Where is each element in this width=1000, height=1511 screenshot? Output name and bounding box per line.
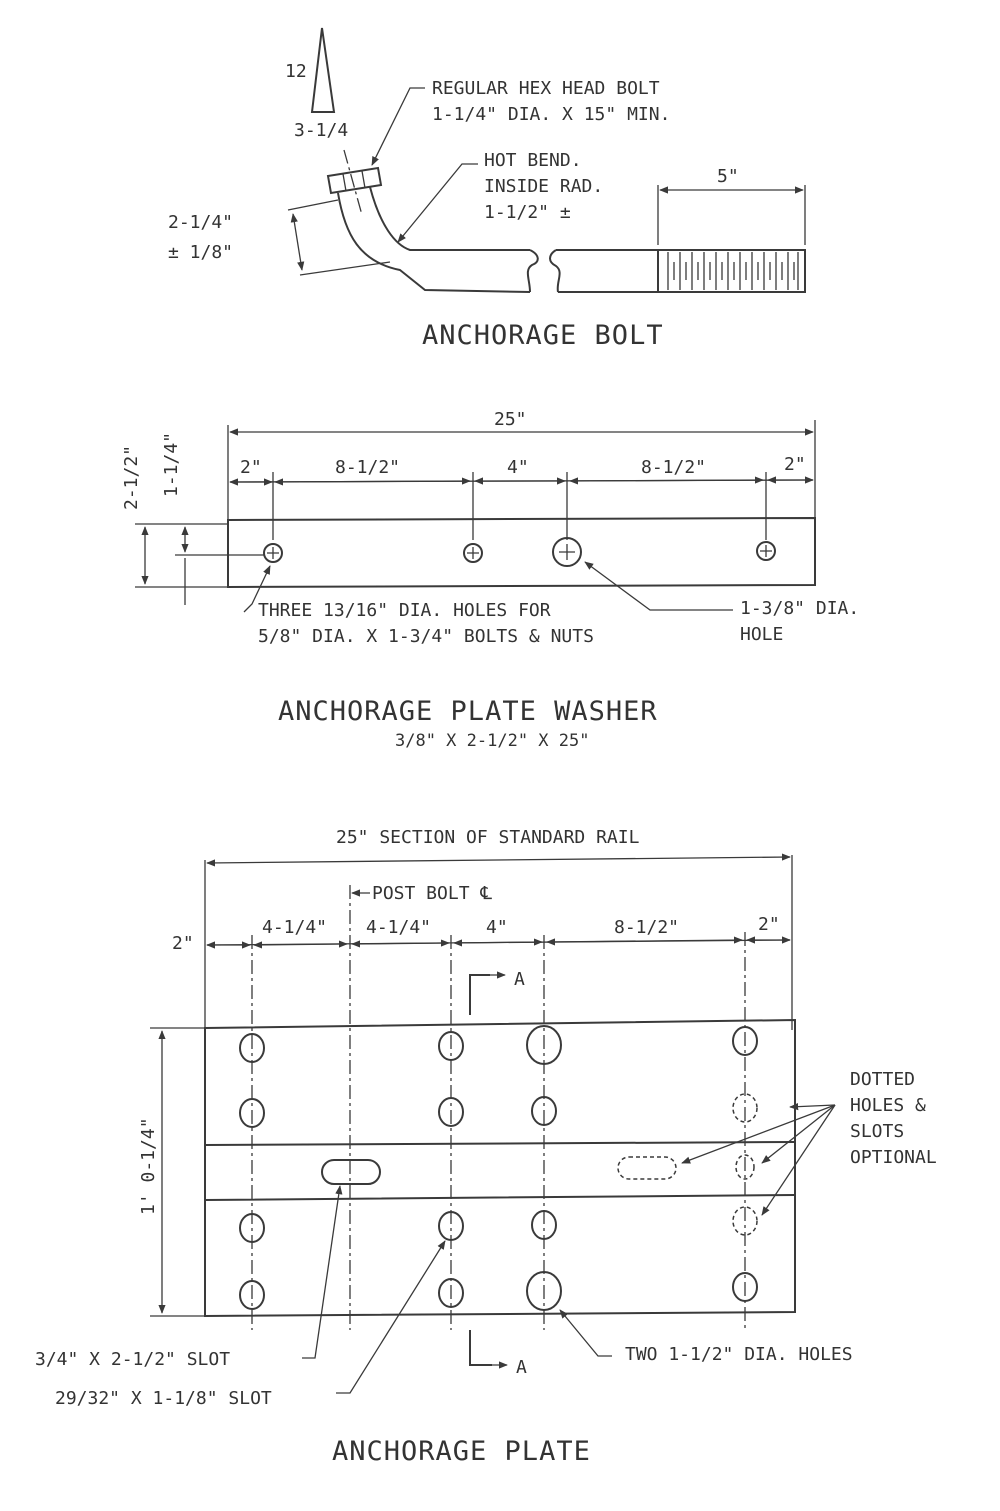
washer-large-hole-note-2: HOLE: [740, 624, 783, 645]
washer-subtitle: 3/8" X 2-1/2" X 25": [395, 731, 589, 751]
washer-holes: [263, 537, 776, 567]
threaded-end: [667, 252, 799, 290]
optional-note-4: OPTIONAL: [850, 1147, 937, 1168]
anchorage-plate-detail: 25" SECTION OF STANDARD RAIL POST BOLT ℄…: [35, 827, 937, 1467]
bolt-shank: [337, 186, 806, 293]
thread-length-dim: 5": [717, 166, 739, 187]
hot-bend-note-2: INSIDE RAD.: [484, 176, 603, 197]
slot-large-note: 3/4" X 2-1/2" SLOT: [35, 1349, 230, 1370]
hex-head-note-1: REGULAR HEX HEAD BOLT: [432, 78, 660, 99]
post-bolt-slot: [321, 1159, 381, 1185]
hot-bend-note-3: 1-1/2" ±: [484, 202, 571, 223]
plate-dim-2: 4-1/4": [262, 917, 327, 938]
plate-dim-5: 8-1/2": [614, 917, 679, 938]
offset-dim: 2-1/4": [168, 212, 233, 233]
plate-dim-6: 2": [758, 914, 780, 935]
washer-dim-4: 8-1/2": [641, 457, 706, 478]
optional-note-1: DOTTED: [850, 1069, 915, 1090]
plate-dim-3: 4-1/4": [366, 917, 431, 938]
washer-outline: [227, 516, 816, 589]
slope-triangle: 12 3-1/4: [285, 27, 348, 141]
washer-overall-dim: 25": [494, 409, 527, 430]
hot-bend-note-1: HOT BEND.: [484, 150, 582, 171]
washer-dim-2: 8-1/2": [335, 457, 400, 478]
slope-rise-label: 12: [285, 61, 307, 82]
section-marker-bottom: A: [516, 1357, 527, 1378]
offset-tolerance: ± 1/8": [168, 242, 233, 263]
washer-height-dim: 2-1/2": [121, 445, 142, 510]
hex-head: [326, 166, 383, 195]
bolt-centerline: [343, 149, 363, 216]
slope-run-label: 3-1/4: [294, 120, 348, 141]
post-bolt-label: POST BOLT ℄: [372, 883, 492, 904]
plate-holes: [239, 1025, 758, 1311]
optional-note-2: HOLES &: [850, 1095, 926, 1116]
washer-large-hole-note-1: 1-3/8" DIA.: [740, 598, 859, 619]
anchorage-plate-washer-detail: 25" 2" 8-1/2" 4" 8-1/2" 2" 2-1/2": [121, 409, 859, 751]
slot-small-note: 29/32" X 1-1/8" SLOT: [55, 1388, 272, 1409]
section-marker-top: A: [514, 969, 525, 990]
washer-dim-3: 4": [507, 457, 529, 478]
anchorage-bolt-title: ANCHORAGE BOLT: [422, 320, 664, 351]
washer-dim-1: 2": [240, 457, 262, 478]
anchorage-bolt-detail: 12 3-1/4 5" 2-1/4": [168, 27, 806, 351]
washer-dim-5: 2": [784, 454, 806, 475]
optional-note-3: SLOTS: [850, 1121, 904, 1142]
rail-web-lines: [204, 1141, 796, 1201]
hex-head-note-2: 1-1/4" DIA. X 15" MIN.: [432, 104, 670, 125]
two-holes-note: TWO 1-1/2" DIA. HOLES: [625, 1344, 853, 1365]
anchorage-plate-title: ANCHORAGE PLATE: [332, 1436, 591, 1467]
plate-height-dim: 1' 0-1/4": [138, 1117, 159, 1215]
washer-holes-note-1: THREE 13/16" DIA. HOLES FOR: [258, 600, 551, 621]
washer-title: ANCHORAGE PLATE WASHER: [278, 696, 658, 727]
washer-holes-note-2: 5/8" DIA. X 1-3/4" BOLTS & NUTS: [258, 626, 594, 647]
optional-holes: [617, 1093, 758, 1236]
plate-dim-1: 2": [172, 933, 194, 954]
plate-dim-4: 4": [486, 917, 508, 938]
plate-section-label: 25" SECTION OF STANDARD RAIL: [336, 827, 640, 848]
plate-outline: [204, 1018, 796, 1318]
washer-hole-offset-dim: 1-1/4": [161, 432, 182, 497]
